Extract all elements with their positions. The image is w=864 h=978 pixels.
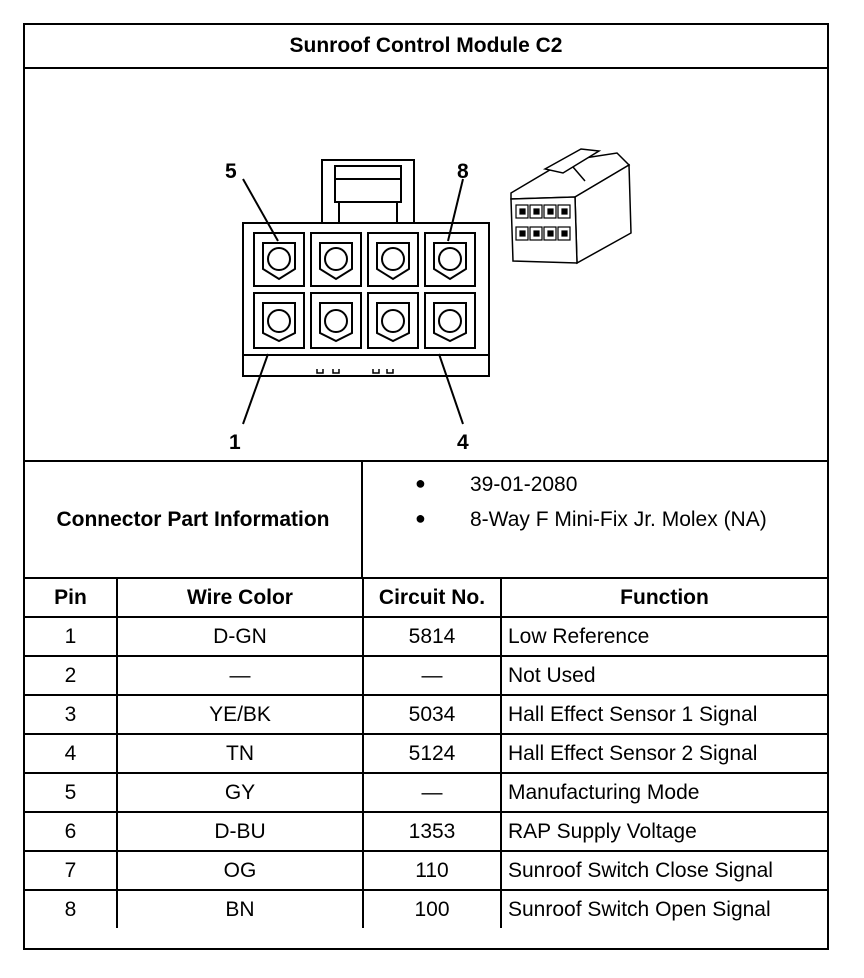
connector-part-information-label: Connector Part Information [25,462,363,577]
wire-color: YE/BK [116,694,364,735]
table-row: 8 BN 100 Sunroof Switch Open Signal [25,889,827,928]
header-circuit-no: Circuit No. [362,579,502,618]
table-row: 5 GY — Manufacturing Mode [25,772,827,813]
pin-function: Hall Effect Sensor 2 Signal [500,733,827,774]
pin-number: 5 [25,772,118,813]
table-row: 3 YE/BK 5034 Hall Effect Sensor 1 Signal [25,694,827,735]
circuit-number: 100 [362,889,502,928]
pin-table: Pin Wire Color Circuit No. Function 1 D-… [25,579,827,928]
pin-function: Hall Effect Sensor 1 Signal [500,694,827,735]
circuit-number: 5814 [362,616,502,657]
pin-cavity-row-top [253,232,476,287]
header-wire-color: Wire Color [116,579,364,618]
table-row: 4 TN 5124 Hall Effect Sensor 2 Signal [25,733,827,774]
bullet-icon: ● [415,508,426,528]
pin-callout-8: 8 [457,160,469,183]
pin-number: 6 [25,811,118,852]
connector-diagram: 5 8 1 4 [225,148,632,454]
connector-isometric-view [510,148,632,265]
circuit-number: 1353 [362,811,502,852]
pin-number: 7 [25,850,118,891]
wire-color: — [116,655,364,696]
pin-number: 2 [25,655,118,696]
part-number: 39-01-2080 [470,473,578,496]
connector-description: 8-Way F Mini-Fix Jr. Molex (NA) [470,508,767,531]
pin-function: Sunroof Switch Close Signal [500,850,827,891]
circuit-number: 5124 [362,733,502,774]
pin-function: RAP Supply Voltage [500,811,827,852]
sheet-title: Sunroof Control Module C2 [25,25,827,69]
circuit-number: — [362,772,502,813]
pin-number: 8 [25,889,118,928]
wire-color: D-GN [116,616,364,657]
circuit-number: — [362,655,502,696]
pin-function: Not Used [500,655,827,696]
pin-function: Sunroof Switch Open Signal [500,889,827,928]
circuit-number: 5034 [362,694,502,735]
wire-color: BN [116,889,364,928]
header-pin: Pin [25,579,118,618]
connector-sheet: Sunroof Control Module C2 [23,23,829,950]
connector-part-list: ● 39-01-2080 ● 8-Way F Mini-Fix Jr. Mole… [363,462,827,577]
bullet-icon: ● [415,473,426,493]
circuit-number: 110 [362,850,502,891]
table-row: 1 D-GN 5814 Low Reference [25,616,827,657]
wire-color: D-BU [116,811,364,852]
pin-callout-1: 1 [229,431,241,454]
table-row: 2 — — Not Used [25,655,827,696]
connector-face-view [242,159,490,425]
pin-function: Manufacturing Mode [500,772,827,813]
pin-number: 4 [25,733,118,774]
pin-function: Low Reference [500,616,827,657]
wire-color: GY [116,772,364,813]
pin-number: 3 [25,694,118,735]
pin-callout-5: 5 [225,160,237,183]
header-function: Function [500,579,827,618]
wire-color: TN [116,733,364,774]
pin-cavity-row-bottom [253,292,476,349]
wire-color: OG [116,850,364,891]
table-row: 6 D-BU 1353 RAP Supply Voltage [25,811,827,852]
table-row: 7 OG 110 Sunroof Switch Close Signal [25,850,827,891]
pin-callout-4: 4 [457,431,469,454]
pin-table-header: Pin Wire Color Circuit No. Function [25,579,827,618]
connector-figure: 5 8 1 4 [25,69,827,462]
connector-part-information: Connector Part Information ● 39-01-2080 … [25,462,827,579]
pin-number: 1 [25,616,118,657]
